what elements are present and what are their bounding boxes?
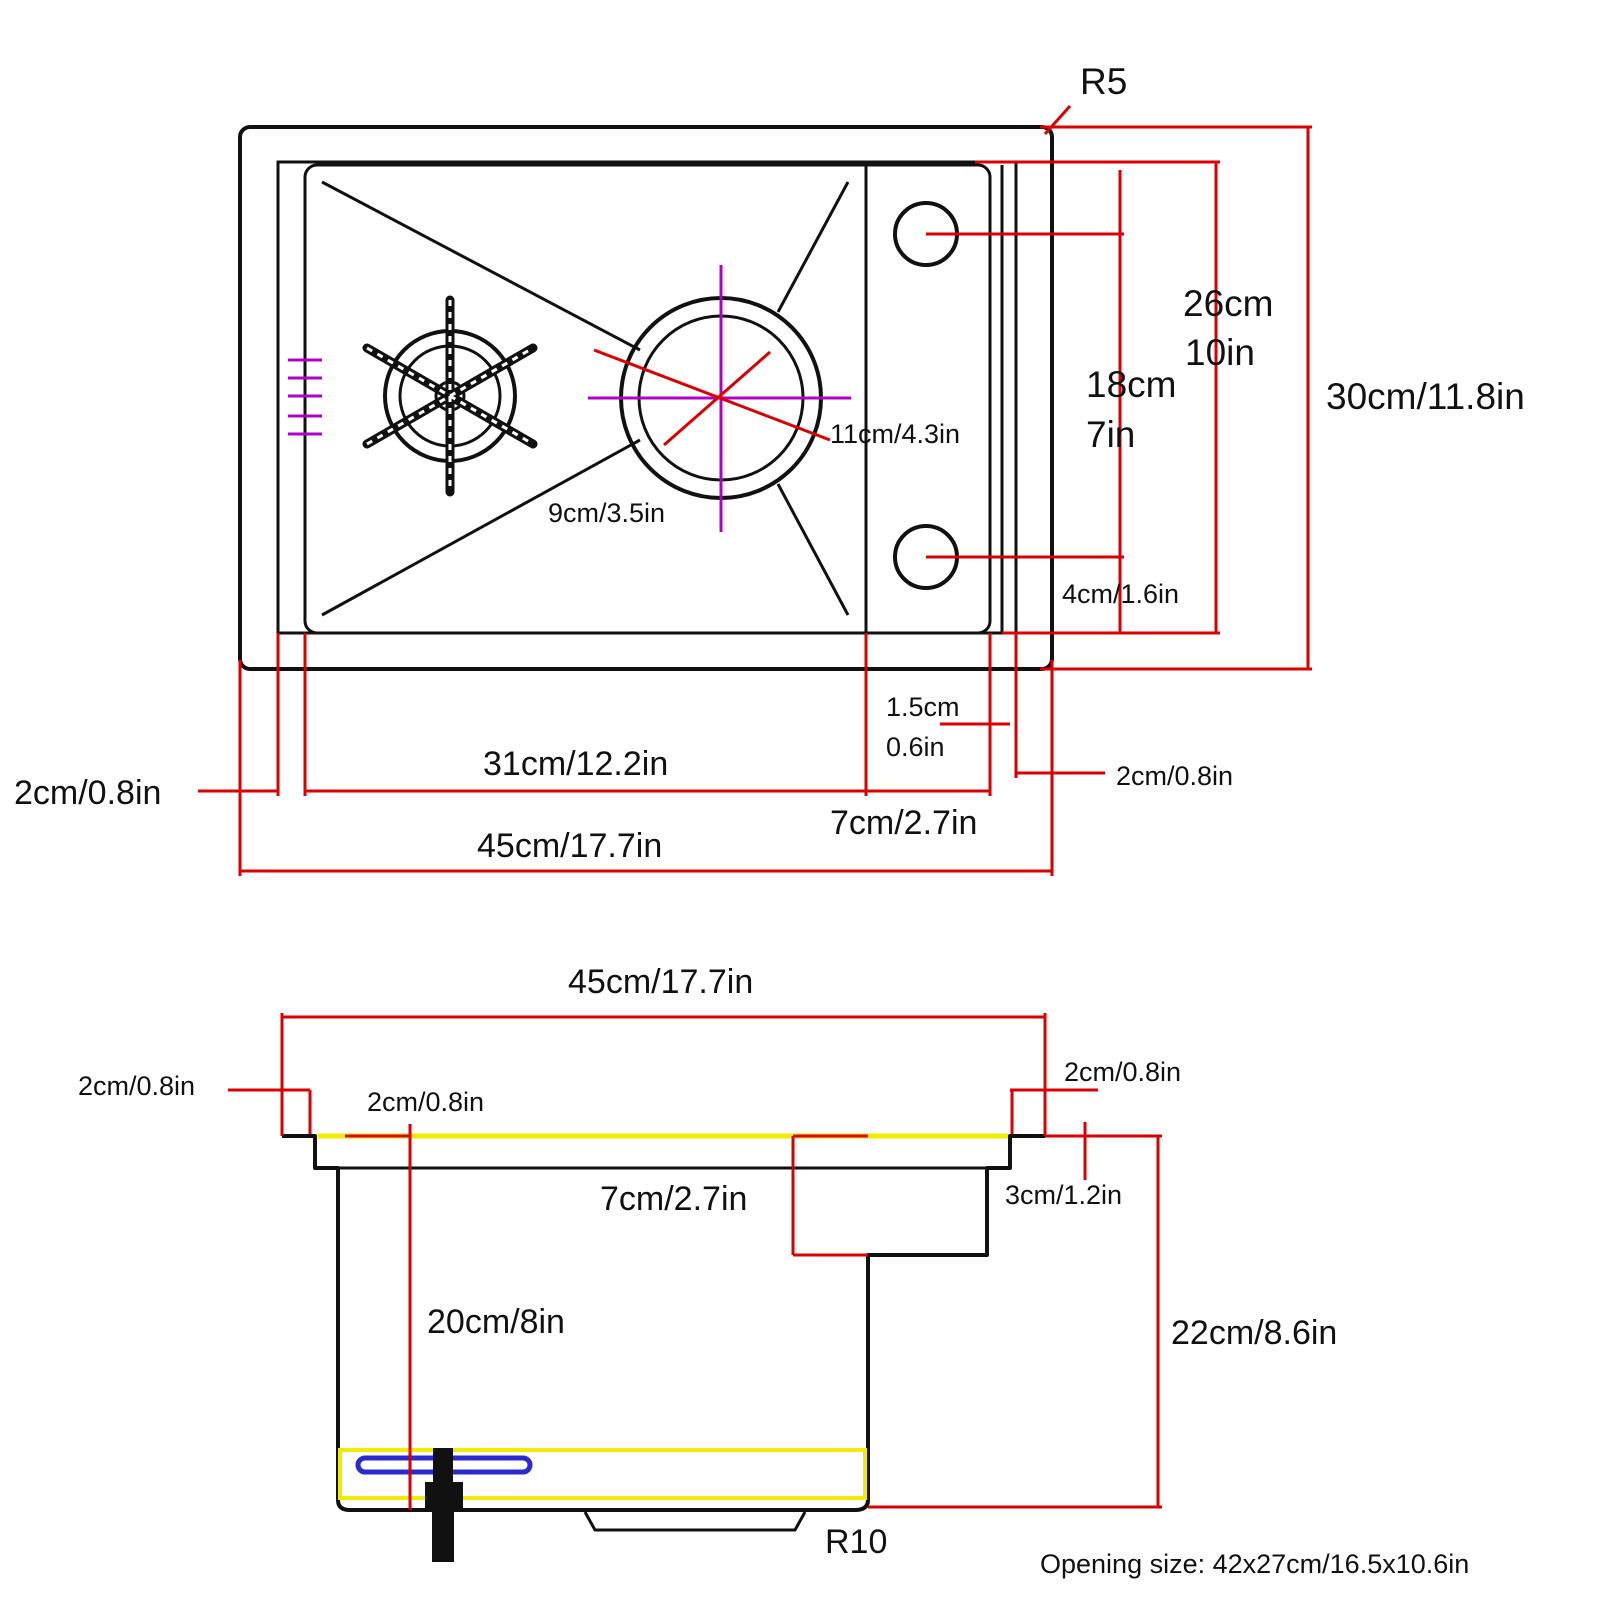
opening-size-note: Opening size: 42x27cm/16.5x10.6in bbox=[1040, 1549, 1469, 1579]
drain-outer-diameter-line bbox=[593, 348, 831, 442]
label-basin-depth: 20cm/8in bbox=[427, 1303, 565, 1341]
label-r5: R5 bbox=[1080, 61, 1127, 102]
label-right-rim: 2cm/0.8in bbox=[1116, 761, 1233, 791]
drain-pan bbox=[583, 1511, 807, 1532]
label-inner-height-1: 26cm bbox=[1183, 283, 1273, 324]
label-drain-outer: 11cm/4.3in bbox=[830, 419, 960, 449]
sink-profile bbox=[282, 1134, 1045, 1512]
r5-leader bbox=[1043, 105, 1072, 135]
label-inner-height-2: 10in bbox=[1185, 332, 1255, 373]
label-hole-spacing-1: 18cm bbox=[1086, 364, 1176, 405]
label-hole-spacing-2: 7in bbox=[1086, 414, 1135, 455]
top-right-dimensions bbox=[926, 125, 1312, 671]
side-view: 45cm/17.7in 2cm/0.8in 2cm/0.8in 2cm/0.8i… bbox=[78, 963, 1337, 1562]
top-view: R5 26cm bbox=[14, 61, 1525, 876]
label-total-depth: 22cm/8.6in bbox=[1171, 1314, 1337, 1352]
rinser-valve-icon bbox=[355, 1448, 533, 1562]
label-drain-inner: 9cm/3.5in bbox=[548, 498, 665, 528]
label-gap-2: 0.6in bbox=[886, 732, 945, 762]
label-total-width: 45cm/17.7in bbox=[477, 827, 662, 865]
side-ticks bbox=[288, 358, 322, 436]
label-side-left-inset: 2cm/0.8in bbox=[367, 1087, 484, 1117]
glass-rinser-icon bbox=[362, 295, 538, 497]
label-side-left-flange: 2cm/0.8in bbox=[78, 1071, 195, 1101]
inner-frame bbox=[276, 160, 1018, 633]
label-step-depth: 3cm/1.2in bbox=[1005, 1180, 1122, 1210]
label-gap-1: 1.5cm bbox=[886, 692, 960, 722]
label-drainboard-width: 7cm/2.7in bbox=[830, 804, 977, 842]
label-side-total-width: 45cm/17.7in bbox=[568, 963, 753, 1001]
basin-panel bbox=[303, 163, 992, 635]
label-r10: R10 bbox=[825, 1523, 887, 1561]
label-total-height: 30cm/11.8in bbox=[1326, 376, 1525, 417]
label-step-width: 7cm/2.7in bbox=[600, 1180, 747, 1218]
drain-inner-diameter-line bbox=[663, 350, 771, 447]
side-dimensions bbox=[228, 1013, 1162, 1510]
top-bottom-dimensions bbox=[198, 633, 1105, 876]
bottom-highlight bbox=[338, 1448, 867, 1500]
label-basin-width: 31cm/12.2in bbox=[483, 745, 668, 783]
label-left-rim: 2cm/0.8in bbox=[14, 774, 161, 812]
label-side-right-flange: 2cm/0.8in bbox=[1064, 1057, 1181, 1087]
slope-lines bbox=[321, 180, 850, 617]
outer-rim bbox=[238, 125, 1054, 671]
label-hole-offset: 4cm/1.6in bbox=[1062, 579, 1179, 609]
